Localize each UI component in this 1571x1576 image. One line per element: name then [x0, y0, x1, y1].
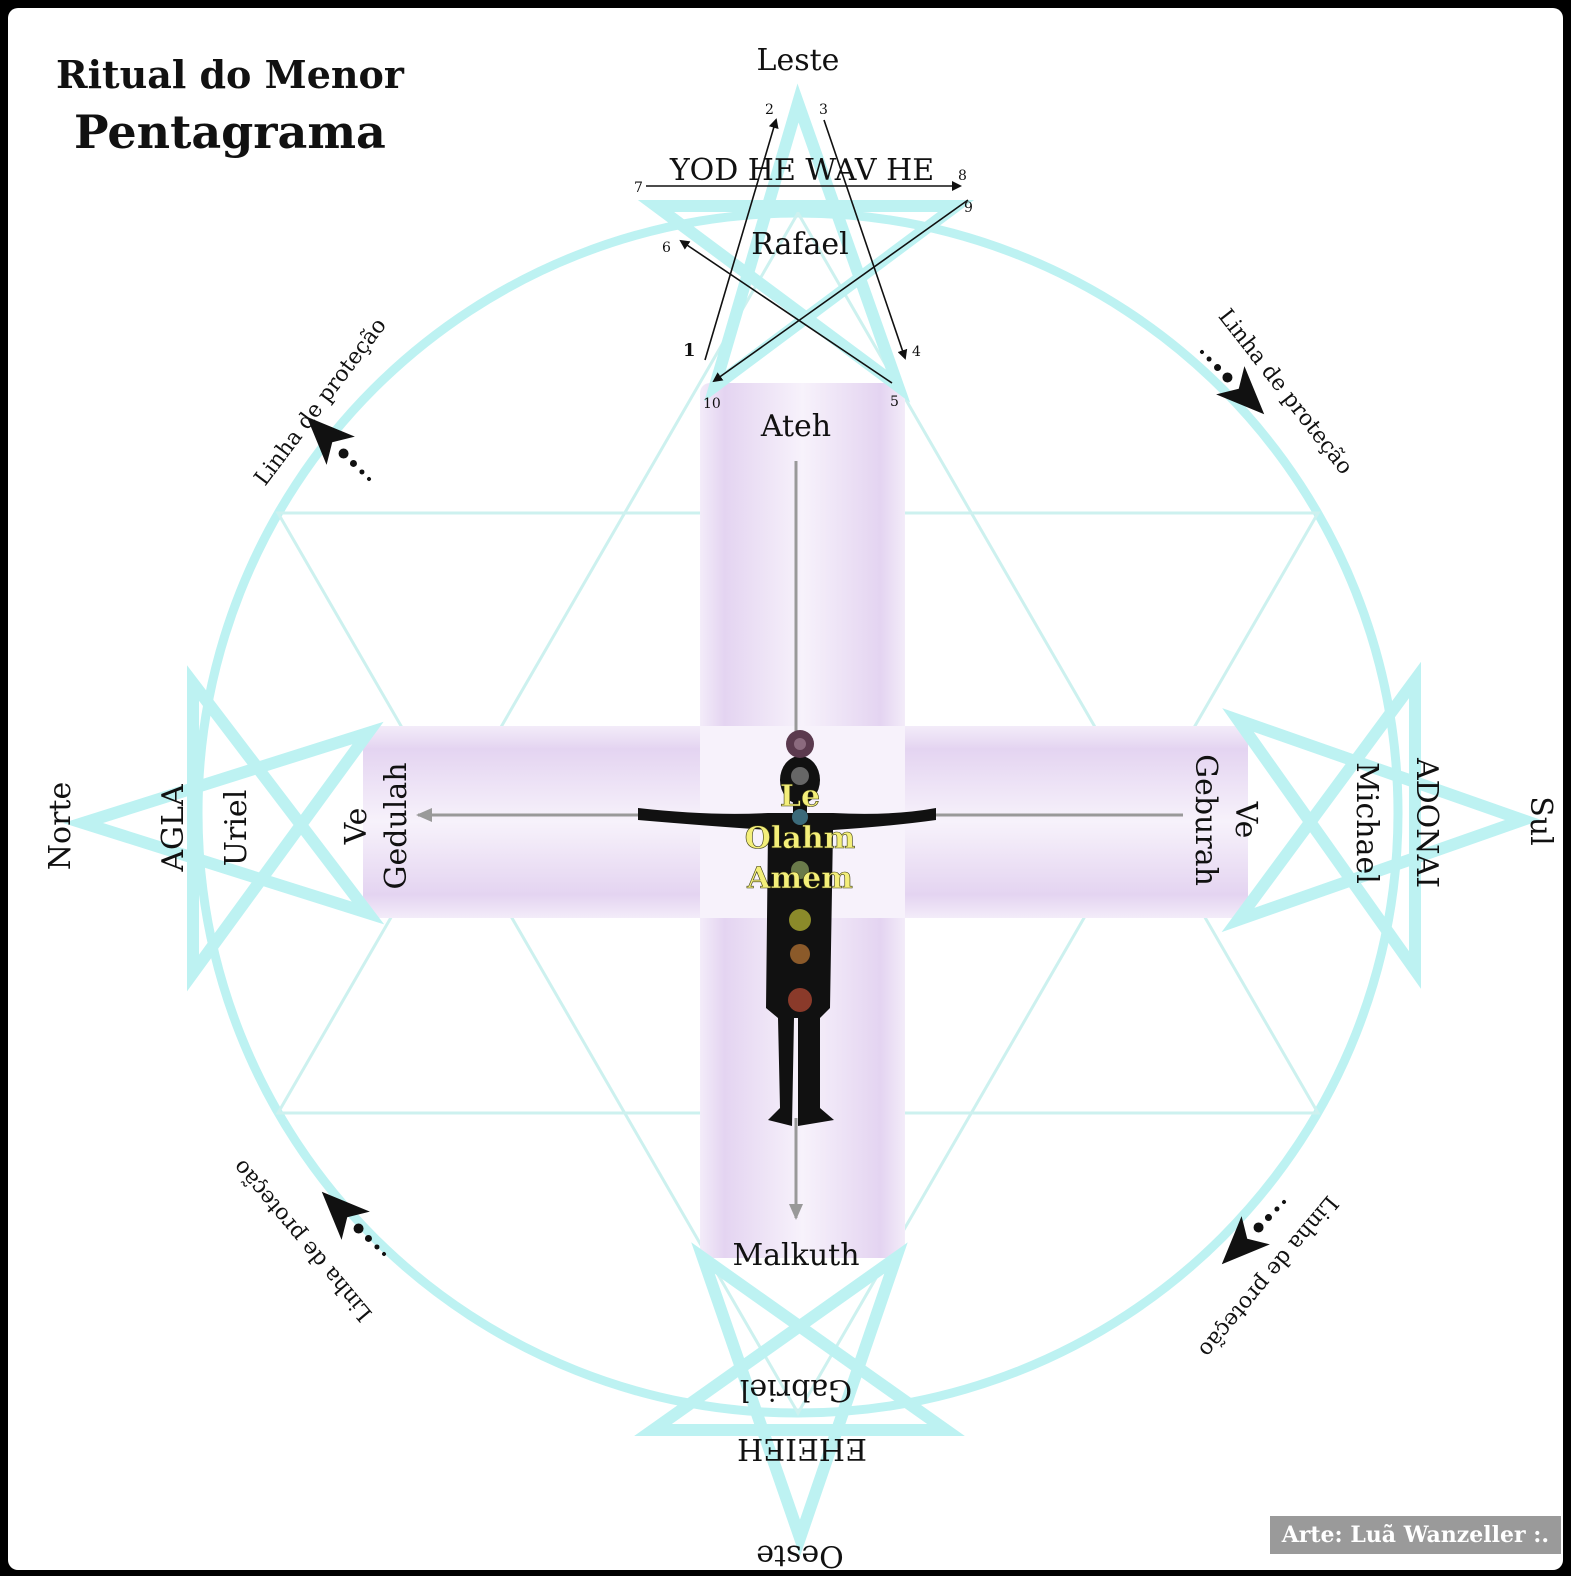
cross-right-label-1: Ve: [1228, 801, 1263, 839]
direction-north: Norte: [43, 782, 78, 870]
direction-south: Sul: [1523, 796, 1558, 845]
archangel-west: Gabriel: [740, 1372, 852, 1407]
divine-name-south: ADONAI: [1409, 757, 1444, 888]
divine-name-west: EHEIEH: [737, 1431, 867, 1466]
step-number: 6: [662, 240, 671, 256]
cross-right-label-2: Geburah: [1188, 754, 1223, 886]
direction-west: Oeste: [756, 1538, 844, 1570]
archangel-east: Rafael: [751, 227, 849, 262]
artist-credit: Arte: Luã Wanzeller :.: [1270, 1516, 1561, 1554]
step-number: 2: [765, 102, 774, 118]
archangel-north: Uriel: [219, 790, 254, 867]
divine-name-east: YOD HE WAV HE: [669, 153, 934, 188]
cross-top-label: Ateh: [760, 409, 831, 444]
step-number: 1: [683, 340, 696, 361]
step-number: 3: [819, 102, 828, 118]
cross-left-label-2: Gedulah: [379, 762, 414, 889]
center-word-1: Le: [780, 779, 820, 814]
divine-name-north: AGLA: [156, 784, 191, 873]
center-word-2: Olahm: [745, 821, 856, 856]
step-number: 4: [912, 344, 921, 360]
step-number: 9: [964, 200, 973, 216]
cross-bottom-label: Malkuth: [732, 1238, 859, 1273]
ritual-diagram: Ritual do Menor Pentagrama Leste Oeste N…: [8, 8, 1563, 1570]
step-number: 7: [634, 180, 643, 196]
diagram-svg: Ritual do Menor Pentagrama Leste Oeste N…: [8, 8, 1563, 1570]
center-word-3: Amem: [746, 861, 853, 896]
step-number: 5: [890, 394, 899, 410]
archangel-south: Michael: [1349, 762, 1384, 884]
step-number: 10: [703, 396, 721, 412]
protection-label-sw: Linha de proteção: [228, 1155, 377, 1326]
step-number: 8: [958, 168, 967, 184]
title-line-1: Ritual do Menor: [56, 52, 405, 97]
protection-label-nw: Linha de proteção: [250, 314, 392, 491]
direction-east: Leste: [757, 43, 840, 78]
title-line-2: Pentagrama: [74, 105, 386, 159]
cross-left-label-1: Ve: [339, 808, 374, 846]
